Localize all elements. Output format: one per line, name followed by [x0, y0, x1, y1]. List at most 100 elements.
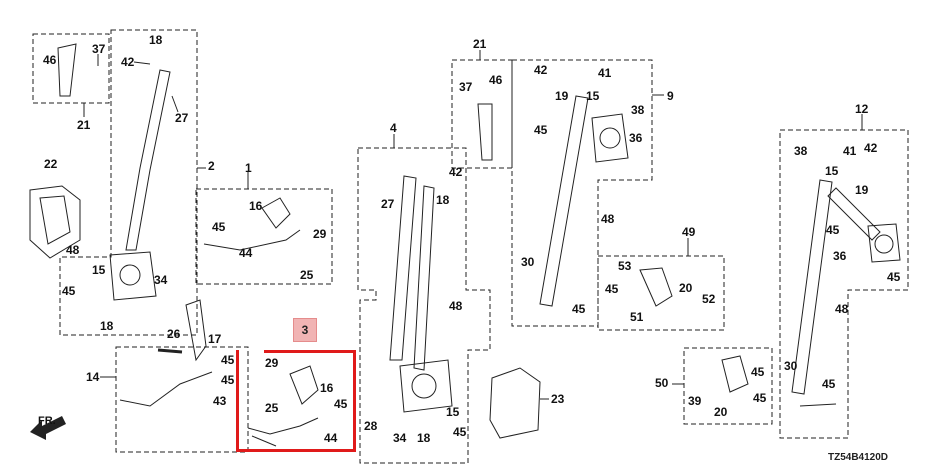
part-callout-30: 30 — [521, 255, 535, 269]
part-callout-44: 44 — [239, 246, 253, 260]
buckle-14 — [185, 299, 207, 362]
part-callout-19: 19 — [555, 89, 569, 103]
part-callout-39: 39 — [688, 394, 702, 408]
part-callout-20: 20 — [714, 405, 728, 419]
group-outlines — [32, 29, 909, 464]
part-callout-45: 45 — [753, 391, 767, 405]
buckle-49 — [639, 267, 673, 307]
part-callout-18: 18 — [436, 193, 450, 207]
cover-22-inner — [39, 195, 71, 245]
bracket-21-mid — [477, 103, 493, 161]
buckle-14-cable — [119, 371, 213, 407]
group-9-outline — [511, 59, 653, 327]
group-50-outline — [683, 347, 773, 425]
anchor-12 — [799, 403, 837, 407]
part-callout-49: 49 — [682, 225, 696, 239]
part-callout-48: 48 — [835, 302, 849, 316]
part-callout-45: 45 — [221, 373, 235, 387]
front-arrow-icon — [30, 416, 66, 440]
part-callout-45: 45 — [605, 282, 619, 296]
highlight-frame-part-3 — [236, 350, 356, 452]
part-callout-45: 45 — [887, 270, 901, 284]
part-callout-45: 45 — [534, 123, 548, 137]
group-12-outline — [779, 129, 909, 439]
part-callout-17: 17 — [208, 332, 222, 346]
part-callout-29: 29 — [265, 356, 279, 370]
part-callout-27: 27 — [175, 111, 189, 125]
buckle-1 — [261, 197, 291, 229]
retractor-4 — [399, 359, 453, 413]
part-callout-44: 44 — [324, 431, 338, 445]
highlight-frame-top — [264, 350, 356, 353]
part-callout-42: 42 — [534, 63, 548, 77]
part-callout-37: 37 — [92, 42, 106, 56]
part-callout-51: 51 — [630, 310, 644, 324]
retractor-spool-12 — [874, 234, 894, 254]
part-callout-45: 45 — [334, 397, 348, 411]
part-callout-42: 42 — [449, 165, 463, 179]
belt-strap-4-b — [413, 185, 435, 371]
part-callout-36: 36 — [629, 131, 643, 145]
part-callout-29: 29 — [313, 227, 327, 241]
retractor-spool-4 — [411, 373, 437, 399]
part-callout-42: 42 — [121, 55, 135, 69]
retractor-spool-9 — [599, 127, 621, 149]
front-label: FR. — [38, 415, 56, 427]
part-callout-26: 26 — [167, 327, 181, 341]
part-callout-28: 28 — [364, 419, 378, 433]
group-49-outline — [597, 255, 725, 331]
part-callout-25: 25 — [265, 401, 279, 415]
part-callout-45: 45 — [572, 302, 586, 316]
retractor-9 — [591, 113, 629, 163]
belt-strap-4-a — [389, 175, 417, 361]
group-2-outline — [59, 29, 198, 336]
part-callout-14: 14 — [86, 370, 100, 384]
part-callout-45: 45 — [62, 284, 76, 298]
group-21-left-outline — [32, 33, 110, 104]
part-drawings — [29, 43, 901, 447]
part-callout-48: 48 — [449, 299, 463, 313]
part-callout-43: 43 — [213, 394, 227, 408]
belt-strap-9 — [539, 95, 589, 307]
part-callout-1: 1 — [245, 161, 252, 175]
part-callout-46: 46 — [43, 53, 57, 67]
belt-strap-12-upper — [827, 187, 881, 241]
part-callout-37: 37 — [459, 80, 473, 94]
part-callout-34: 34 — [154, 273, 168, 287]
part-callout-15: 15 — [446, 405, 460, 419]
part-callout-41: 41 — [843, 144, 857, 158]
part-callout-45: 45 — [453, 425, 467, 439]
group-21-mid-outline — [451, 59, 513, 169]
cover-23 — [489, 367, 541, 439]
part-callout-36: 36 — [833, 249, 847, 263]
part-callout-45: 45 — [826, 223, 840, 237]
part-callout-42: 42 — [864, 141, 878, 155]
part-callout-2: 2 — [208, 159, 215, 173]
part-callout-48: 48 — [66, 243, 80, 257]
part-callout-50: 50 — [655, 376, 669, 390]
buckle-1-cable — [203, 229, 301, 251]
part-callout-27: 27 — [381, 197, 395, 211]
part-callout-16: 16 — [249, 199, 263, 213]
part-callout-18: 18 — [417, 431, 431, 445]
leader-lines — [83, 50, 863, 400]
part-callout-46: 46 — [489, 73, 503, 87]
retractor-2 — [109, 251, 157, 301]
part-callout-30: 30 — [784, 359, 798, 373]
part-callout-12: 12 — [855, 102, 869, 116]
part-callout-38: 38 — [794, 144, 808, 158]
belt-strap-12 — [791, 179, 833, 395]
part-callout-15: 15 — [92, 263, 106, 277]
part-callout-41: 41 — [598, 66, 612, 80]
group-4-outline — [357, 147, 491, 464]
part-callout-4: 4 — [390, 121, 397, 135]
group-1-outline — [195, 188, 333, 285]
bracket-21-left — [57, 43, 77, 97]
part-callout-21: 21 — [77, 118, 91, 132]
part-callout-25: 25 — [300, 268, 314, 282]
part-callout-52: 52 — [702, 292, 716, 306]
retractor-12 — [867, 223, 901, 263]
part-callout-23: 23 — [551, 392, 565, 406]
part-callout-19: 19 — [855, 183, 869, 197]
part-callout-21: 21 — [473, 37, 487, 51]
